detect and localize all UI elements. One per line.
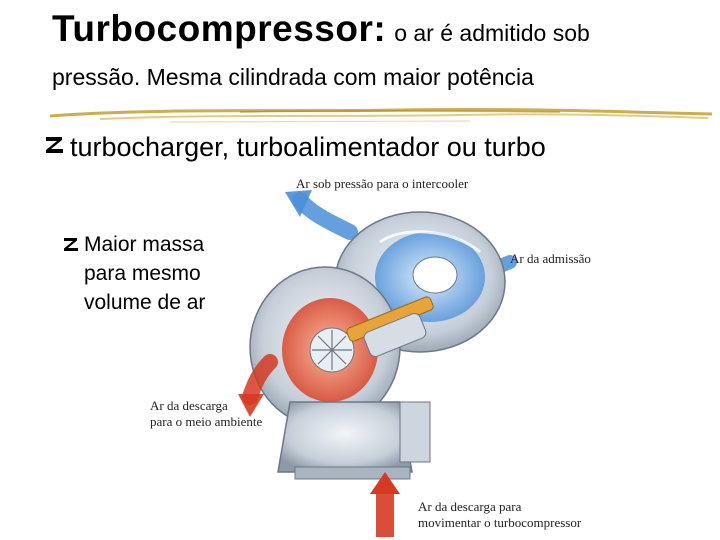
label-exhaust-turbo: Ar da descarga para movimentar o turboco… <box>418 499 581 531</box>
label-intake-air: Ar da admissão <box>510 251 591 266</box>
bullet-line: para mesmo <box>84 262 201 285</box>
bullet-level1-text: turbocharger, turboalimentador ou turbo <box>70 132 546 162</box>
exhaust-environment-arrow <box>238 354 278 417</box>
label-line: movimentar o turbocompressor <box>418 515 582 530</box>
label-exhaust-environment: Ar da descarga para o meio ambiente <box>150 398 262 430</box>
bullet-level2: Maior massa para mesmo volume de ar <box>62 230 205 317</box>
z-bullet-icon <box>44 134 70 156</box>
slide-subtitle: pressão. Mesma cilindrada com maior potê… <box>52 64 534 90</box>
bullet-level2-text: Maior massa para mesmo volume de ar <box>84 230 205 317</box>
turbocharger-cutaway-illustration <box>238 190 517 537</box>
center-shaft <box>346 296 434 357</box>
label-line: Ar da descarga <box>150 398 228 413</box>
title-main: Turbocompressor: <box>52 8 387 49</box>
z-bullet-icon <box>62 230 84 255</box>
label-line: Ar da descarga para <box>418 499 522 514</box>
housing-base <box>277 401 431 480</box>
turbocharger-figure: Ar sob pressão para o intercooler Ar da … <box>150 172 710 540</box>
title-rest: o ar é admitido sob <box>394 20 590 46</box>
brush-divider <box>49 107 713 123</box>
pressurized-air-arrow <box>285 190 358 240</box>
bullet-line: volume de ar <box>84 291 206 314</box>
bullet-line: Maior massa <box>84 233 205 256</box>
exhaust-turbo-arrow <box>370 472 400 537</box>
label-line: para o meio ambiente <box>150 414 263 429</box>
turbine-housing <box>249 266 401 428</box>
bullet-level1: turbocharger, turboalimentador ou turbo <box>44 132 546 163</box>
label-pressurized-air: Ar sob pressão para o intercooler <box>296 176 469 191</box>
slide-title: Turbocompressor: o ar é admitido sob <box>52 8 712 50</box>
